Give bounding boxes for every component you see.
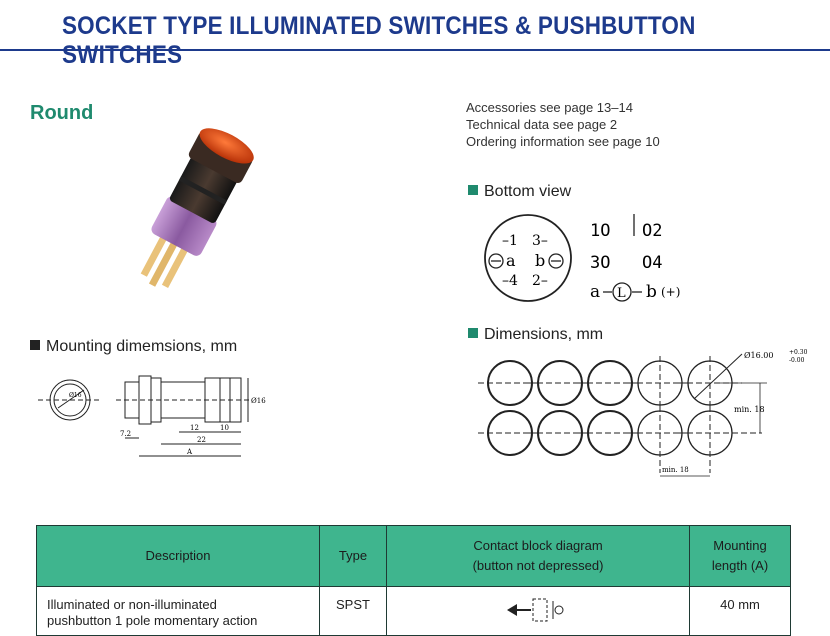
min-spacing-vertical: min. 18: [734, 405, 765, 414]
contact-header-line2: (button not depressed): [472, 558, 604, 573]
bullet-square: [468, 185, 478, 195]
page-title: SOCKET TYPE ILLUMINATED SWITCHES & PUSHB…: [62, 12, 696, 69]
mounting-heading: Mounting dimemsions, mm: [30, 338, 237, 356]
panel-cutout-diagram: Ø16.00 +0.30 -0.00 min. 18 min. 18: [478, 349, 808, 477]
pin-1-label: –1: [502, 233, 518, 249]
col-type: Type: [319, 525, 387, 587]
title-divider: [0, 49, 830, 51]
bottom-view-diagram: –1 3– a b –4 2– 1O O2 3O O4 a L b (+): [484, 214, 680, 302]
circuit-a: a: [590, 282, 600, 302]
table-row: Illuminated or non-illuminated pushbutto…: [36, 586, 791, 636]
circuit-b: b: [646, 282, 657, 302]
contact-header-line1: Contact block diagram: [473, 538, 603, 553]
row-description: Illuminated or non-illuminated pushbutto…: [36, 586, 320, 636]
mount-dim-22: 22: [197, 436, 206, 444]
mount-dim-10: 10: [220, 424, 229, 432]
pin-4-label: –4: [502, 273, 518, 289]
mount-dia-side: Ø16: [251, 397, 266, 405]
col-description: Description: [36, 525, 320, 587]
row-contact-diagram: [386, 586, 690, 636]
section-subtitle: Round: [30, 102, 94, 124]
tolerance-plus: +0.30: [789, 349, 808, 356]
contact-block-icon: [507, 598, 564, 622]
table-header-row: Description Type Contact block diagram (…: [36, 525, 791, 587]
note-technical: Technical data see page 2: [466, 117, 618, 132]
circuit-plus: (+): [661, 285, 680, 299]
pin-row1-left: 1O: [590, 221, 610, 241]
tolerance-minus: -0.00: [789, 357, 805, 364]
pin-3-label: 3–: [532, 233, 548, 249]
note-ordering: Ordering information see page 10: [466, 134, 660, 149]
mount-dia-front: Ø16: [69, 392, 82, 399]
description-line2: pushbutton 1 pole momentary action: [47, 613, 258, 628]
cutout-diameter: Ø16.00: [744, 351, 773, 360]
mount-dim-a: A: [186, 448, 193, 456]
spec-table: Description Type Contact block diagram (…: [36, 525, 791, 636]
terminal-b: b: [535, 251, 545, 270]
mount-header-line2: length (A): [711, 558, 769, 573]
pin-row1-right: O2: [642, 221, 662, 241]
bottom-view-heading: Bottom view: [468, 183, 571, 201]
bullet-square: [30, 340, 40, 350]
mount-dim-72: 7.2: [120, 430, 131, 438]
dimensions-heading: Dimensions, mm: [468, 326, 603, 344]
circuit-lamp: L: [617, 286, 626, 301]
bullet-square: [468, 328, 478, 338]
product-photo: [140, 128, 254, 289]
mount-dim-12: 12: [190, 424, 199, 432]
dimensions-label: Dimensions, mm: [484, 326, 604, 343]
mount-header-line1: Mounting: [713, 538, 767, 553]
pin-row2-right: O4: [642, 253, 662, 273]
col-contact-diagram: Contact block diagram (button not depres…: [386, 525, 690, 587]
pin-2-label: 2–: [532, 273, 548, 289]
reference-notes: Accessories see page 13–14 Technical dat…: [466, 99, 660, 150]
row-mounting-length: 40 mm: [689, 586, 791, 636]
min-spacing-horizontal: min. 18: [662, 466, 689, 474]
col-mounting-length: Mounting length (A): [689, 525, 791, 587]
pin-row2-left: 3O: [590, 253, 610, 273]
mounting-drawing: Ø16 Ø16 12 10 22 7.2 A: [38, 375, 266, 457]
bottom-view-label: Bottom view: [484, 183, 572, 200]
terminal-a: a: [506, 251, 516, 270]
description-line1: Illuminated or non-illuminated: [47, 597, 217, 612]
note-accessories: Accessories see page 13–14: [466, 100, 633, 115]
mounting-label: Mounting dimemsions, mm: [46, 338, 238, 355]
row-type: SPST: [319, 586, 387, 636]
